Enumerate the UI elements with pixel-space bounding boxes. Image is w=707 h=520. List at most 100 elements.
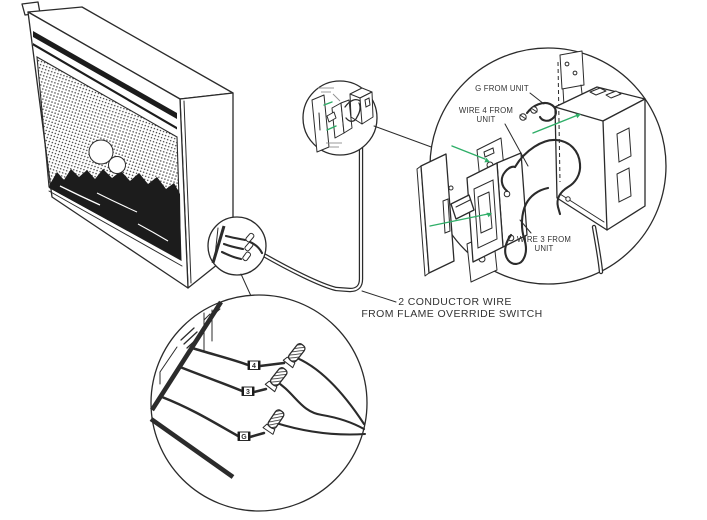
green-alignment-line <box>429 213 489 227</box>
mini-box-knockout <box>364 97 371 108</box>
switch-mini-callout <box>302 80 435 156</box>
switch-wiring <box>500 101 582 265</box>
green-arrowhead <box>484 157 490 163</box>
box-top-knockout <box>589 87 607 96</box>
box-open-edge <box>554 106 608 231</box>
wire-g-lead <box>160 395 240 438</box>
wire-nut-skirt <box>262 423 276 435</box>
callout-connector-line <box>240 273 252 297</box>
box-top-knockout <box>605 90 622 99</box>
caption-line2: FROM FLAME OVERRIDE SWITCH <box>361 308 542 320</box>
caption-leader-line <box>361 290 397 303</box>
corner-outline <box>159 346 178 385</box>
strap-slot <box>483 147 495 158</box>
box-side-face <box>602 98 646 231</box>
wire-nut-skirt <box>282 356 296 369</box>
fireplace-top-louver <box>33 31 177 119</box>
two-conductor-cable <box>259 145 364 293</box>
wire-tag-3: 3 <box>241 386 255 396</box>
mini-switch-side <box>340 99 353 134</box>
junction-mini-callout <box>207 216 267 297</box>
cable-loop <box>513 138 582 216</box>
label-g-from-unit: G FROM UNIT <box>475 84 529 93</box>
cable-wires <box>272 354 367 436</box>
label-wire3-line2: UNIT <box>535 244 554 253</box>
caption: 2 CONDUCTOR WIRE FROM FLAME OVERRIDE SWI… <box>361 290 542 320</box>
label-leader-line <box>519 219 532 234</box>
mini-wire <box>224 234 247 242</box>
wire-4-loop <box>500 165 517 193</box>
mini-wire <box>220 250 243 261</box>
corner-edge <box>150 300 223 412</box>
mini-wire-nut <box>242 251 252 262</box>
corner-tick <box>211 308 221 317</box>
label-wire4-line2: UNIT <box>477 115 496 124</box>
mini-toggle-lever <box>326 111 337 123</box>
wire-tag-g-text: G <box>241 434 247 441</box>
log-end-ring <box>108 156 126 174</box>
switch-detail-labels: G FROM UNIT WIRE 4 FROM UNIT WIRE 3 FROM… <box>459 84 571 253</box>
junction-box <box>554 86 646 275</box>
green-arrowhead <box>486 212 492 218</box>
log-set-silhouette <box>49 169 181 260</box>
fireplace-louver-line <box>33 43 177 130</box>
mini-wire-nut <box>245 232 255 243</box>
wire-tag-4-text: 4 <box>252 363 256 370</box>
wire-nut <box>264 367 288 393</box>
mini-label-scribbles <box>318 87 342 148</box>
wire-nut <box>262 409 285 435</box>
mini-fireplace-edge <box>211 225 226 264</box>
cable-wire <box>290 354 366 426</box>
label-wire3-line1: WIRE 3 FROM <box>517 235 571 244</box>
lever-fold-line <box>455 199 471 208</box>
callout-connector-line <box>373 125 435 149</box>
fireplace-corner-magnified <box>149 300 235 479</box>
wire-4-lead <box>190 346 250 367</box>
box-knockout-slot <box>616 167 632 203</box>
wire-connections-circle <box>150 294 368 512</box>
log-highlight <box>137 223 169 242</box>
screw-slot <box>530 107 538 113</box>
switch-detail-callout: G FROM UNIT WIRE 4 FROM UNIT WIRE 3 FROM… <box>416 47 667 285</box>
plate-screw <box>448 185 454 191</box>
fireplace-side-seam <box>183 100 192 284</box>
wire-nut-skirt <box>264 380 278 393</box>
green-arrowhead <box>575 113 581 119</box>
fireplace-screen <box>36 55 182 261</box>
wall-plate <box>416 153 455 277</box>
break-hatch-mark <box>180 327 201 349</box>
wire-3-lead <box>178 365 244 393</box>
green-alignment-line <box>451 145 486 160</box>
wire-tag-g: G <box>237 431 251 441</box>
green-alignment-line <box>532 114 579 134</box>
mini-wire-loop <box>344 99 361 108</box>
wire-nut <box>282 343 306 369</box>
mini-plate-slot <box>318 112 321 131</box>
mini-green-line <box>326 125 337 131</box>
label-wire4-line1: WIRE 4 FROM <box>459 106 513 115</box>
wire-nut-body <box>269 367 288 387</box>
corner-tick <box>203 313 211 321</box>
toggle-switch <box>450 137 528 283</box>
wire-g-stub <box>248 431 266 439</box>
wire-nut-body <box>267 409 285 430</box>
cable-wire <box>272 378 366 431</box>
mini-wire <box>222 242 245 251</box>
wire-connections-callout: 4 3 G <box>149 294 368 512</box>
plate-front <box>420 153 455 274</box>
wire-tag-3-text: 3 <box>246 389 250 396</box>
bottom-edge <box>149 417 235 479</box>
log-highlight <box>59 185 101 206</box>
mini-corner-line <box>214 227 219 257</box>
cable-wire <box>274 421 367 436</box>
wire-nut-body <box>287 343 306 363</box>
mini-cable-lead <box>248 240 264 255</box>
hidden-edge-line <box>557 61 561 183</box>
mini-green-line <box>323 101 333 106</box>
ground-pigtail <box>525 101 557 122</box>
fireplace-bottom-seam <box>48 190 183 267</box>
wire-tag-4: 4 <box>247 360 261 370</box>
log-end-ring <box>88 139 114 165</box>
